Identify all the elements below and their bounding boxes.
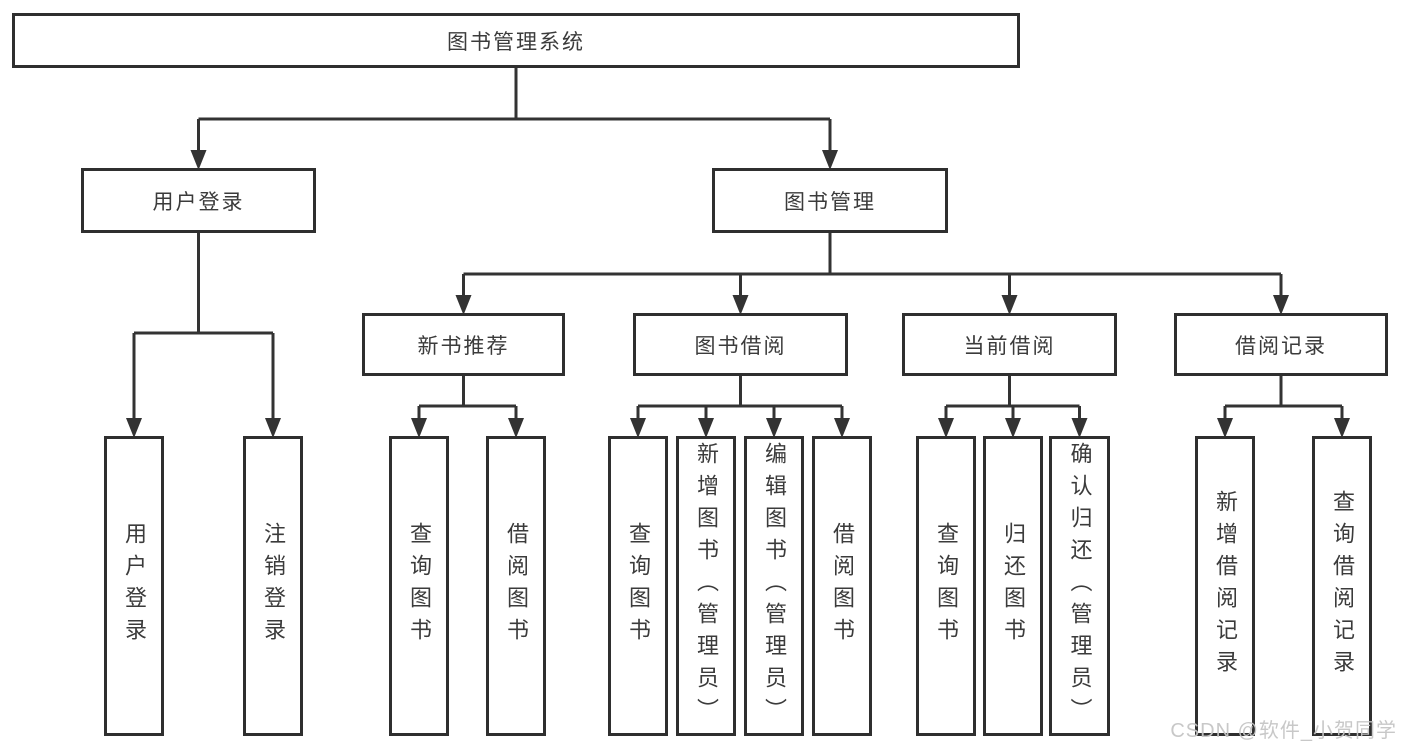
watermark: CSDN @软件_小贺同学: [1170, 720, 1397, 742]
arrowhead-l_bw_query: [630, 418, 646, 438]
node-l_cu_return: 归还图书: [983, 436, 1043, 736]
node-label: 查询图书: [934, 522, 959, 650]
arrowhead-l_cu_query: [938, 418, 954, 438]
node-label: 图书借阅: [694, 334, 787, 358]
arrowhead-borrow: [732, 295, 749, 315]
node-current: 当前借阅: [902, 313, 1117, 376]
arrowhead-l_nb_borrow: [508, 418, 524, 438]
arrowhead-record: [1273, 295, 1289, 315]
node-l_logout: 注销登录: [243, 436, 303, 736]
node-l_bw_query: 查询图书: [608, 436, 668, 736]
arrowhead-l_userlogin: [126, 418, 142, 438]
node-l_cu_confirm: 确认归还（管理员）: [1049, 436, 1110, 736]
node-l_bw_borrow: 借阅图书: [812, 436, 872, 736]
arrowhead-l_rc_add: [1217, 418, 1233, 438]
arrowhead-l_cu_return: [1005, 418, 1021, 438]
node-label: 查询图书: [407, 522, 432, 650]
node-label: 查询借阅记录: [1330, 490, 1355, 682]
edge-root: [197, 68, 832, 158]
arrowhead-l_bw_edit: [766, 418, 782, 438]
arrowhead-login: [190, 150, 207, 170]
edge-record: [1223, 376, 1344, 426]
node-login: 用户登录: [81, 168, 316, 233]
arrowhead-l_logout: [265, 418, 281, 438]
node-borrow: 图书借阅: [633, 313, 848, 376]
node-label: 借阅图书: [504, 522, 529, 650]
node-label: 图书管理: [784, 190, 876, 214]
node-label: 用户登录: [122, 522, 147, 650]
edge-mgmt: [462, 233, 1283, 303]
node-label: 新增借阅记录: [1213, 490, 1238, 682]
node-label: 编辑图书（管理员）: [762, 442, 787, 730]
node-l_bw_edit: 编辑图书（管理员）: [744, 436, 804, 736]
arrowhead-current: [1001, 295, 1018, 315]
node-l_nb_query: 查询图书: [389, 436, 449, 736]
edge-newbook: [417, 376, 518, 426]
edge-login: [132, 233, 275, 426]
node-l_bw_add: 新增图书（管理员）: [676, 436, 736, 736]
edge-borrow: [636, 376, 844, 426]
node-label: 查询图书: [626, 522, 651, 650]
arrowhead-l_bw_add: [698, 418, 714, 438]
node-label: 确认归还（管理员）: [1067, 442, 1093, 730]
node-label: 当前借阅: [963, 334, 1056, 358]
node-label: 借阅图书: [830, 522, 855, 650]
arrowhead-l_rc_query: [1334, 418, 1350, 438]
edge-current: [944, 376, 1081, 426]
node-root: 图书管理系统: [12, 13, 1020, 68]
node-mgmt: 图书管理: [712, 168, 948, 233]
node-label: 借阅记录: [1235, 334, 1327, 358]
node-l_cu_query: 查询图书: [916, 436, 976, 736]
node-label: 归还图书: [1001, 522, 1026, 650]
node-l_rc_query: 查询借阅记录: [1312, 436, 1372, 736]
arrowhead-mgmt: [822, 150, 838, 170]
arrowhead-l_nb_query: [411, 418, 427, 438]
arrowhead-l_bw_borrow: [834, 418, 850, 438]
node-l_userlogin: 用户登录: [104, 436, 164, 736]
node-l_nb_borrow: 借阅图书: [486, 436, 546, 736]
node-newbook: 新书推荐: [362, 313, 565, 376]
arrowhead-newbook: [455, 295, 472, 315]
node-label: 新书推荐: [417, 334, 510, 358]
node-label: 注销登录: [261, 522, 286, 650]
node-label: 图书管理系统: [447, 30, 585, 54]
arrowhead-l_cu_confirm: [1071, 418, 1088, 438]
node-l_rc_add: 新增借阅记录: [1195, 436, 1255, 736]
node-label: 用户登录: [152, 190, 245, 214]
node-record: 借阅记录: [1174, 313, 1388, 376]
node-label: 新增图书（管理员）: [694, 442, 719, 730]
